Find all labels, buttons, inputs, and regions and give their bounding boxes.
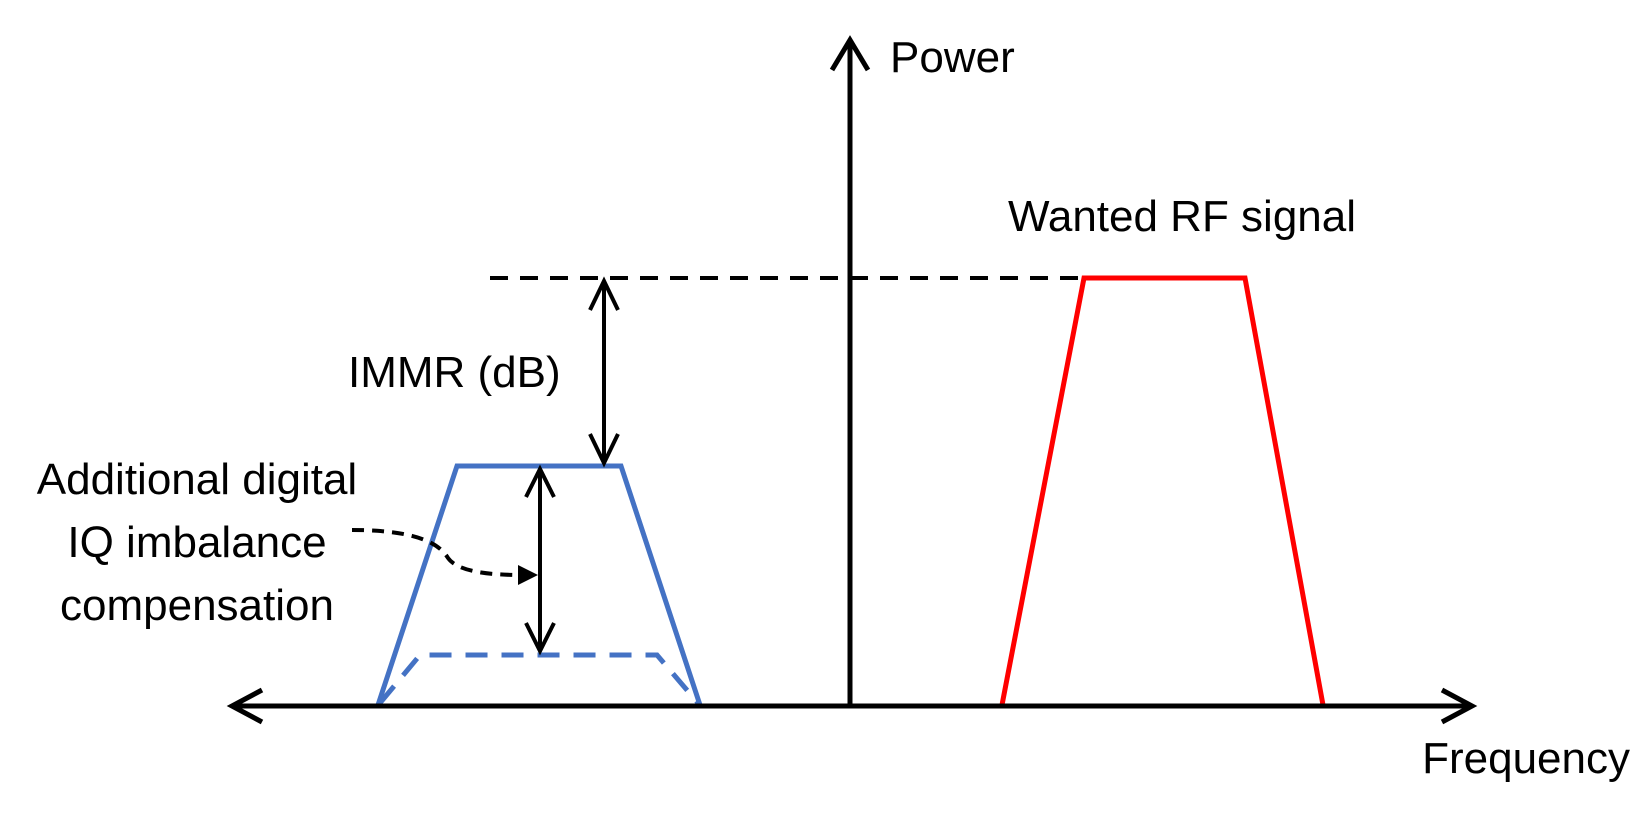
frequency-axis-left-arrowhead	[226, 687, 264, 725]
wanted-signal-label: Wanted RF signal	[1008, 192, 1356, 241]
immr-label: IMMR (dB)	[348, 348, 561, 397]
compensation-leader-arrowhead	[518, 565, 538, 585]
immr-arrow-top-head	[588, 276, 620, 311]
power-axis-arrowhead	[829, 35, 871, 72]
power-axis-label: Power	[890, 33, 1015, 82]
compensation-label-line3: compensation	[60, 581, 334, 630]
immr-arrow-bottom-head	[588, 433, 620, 468]
compensated-image-signal	[378, 652, 700, 705]
frequency-axis-label: Frequency	[1422, 734, 1630, 783]
compensation-label-line1: Additional digital	[37, 455, 357, 504]
frequency-axis-right-arrowhead	[1440, 687, 1478, 725]
compensation-label-line2: IQ imbalance	[67, 518, 326, 567]
compensation-leader-line	[351, 528, 523, 577]
image-signal	[375, 463, 703, 706]
compensation-arrow-top-head	[524, 464, 556, 498]
wanted-rf-signal	[999, 275, 1326, 706]
compensation-arrow-bottom-head	[524, 622, 556, 656]
